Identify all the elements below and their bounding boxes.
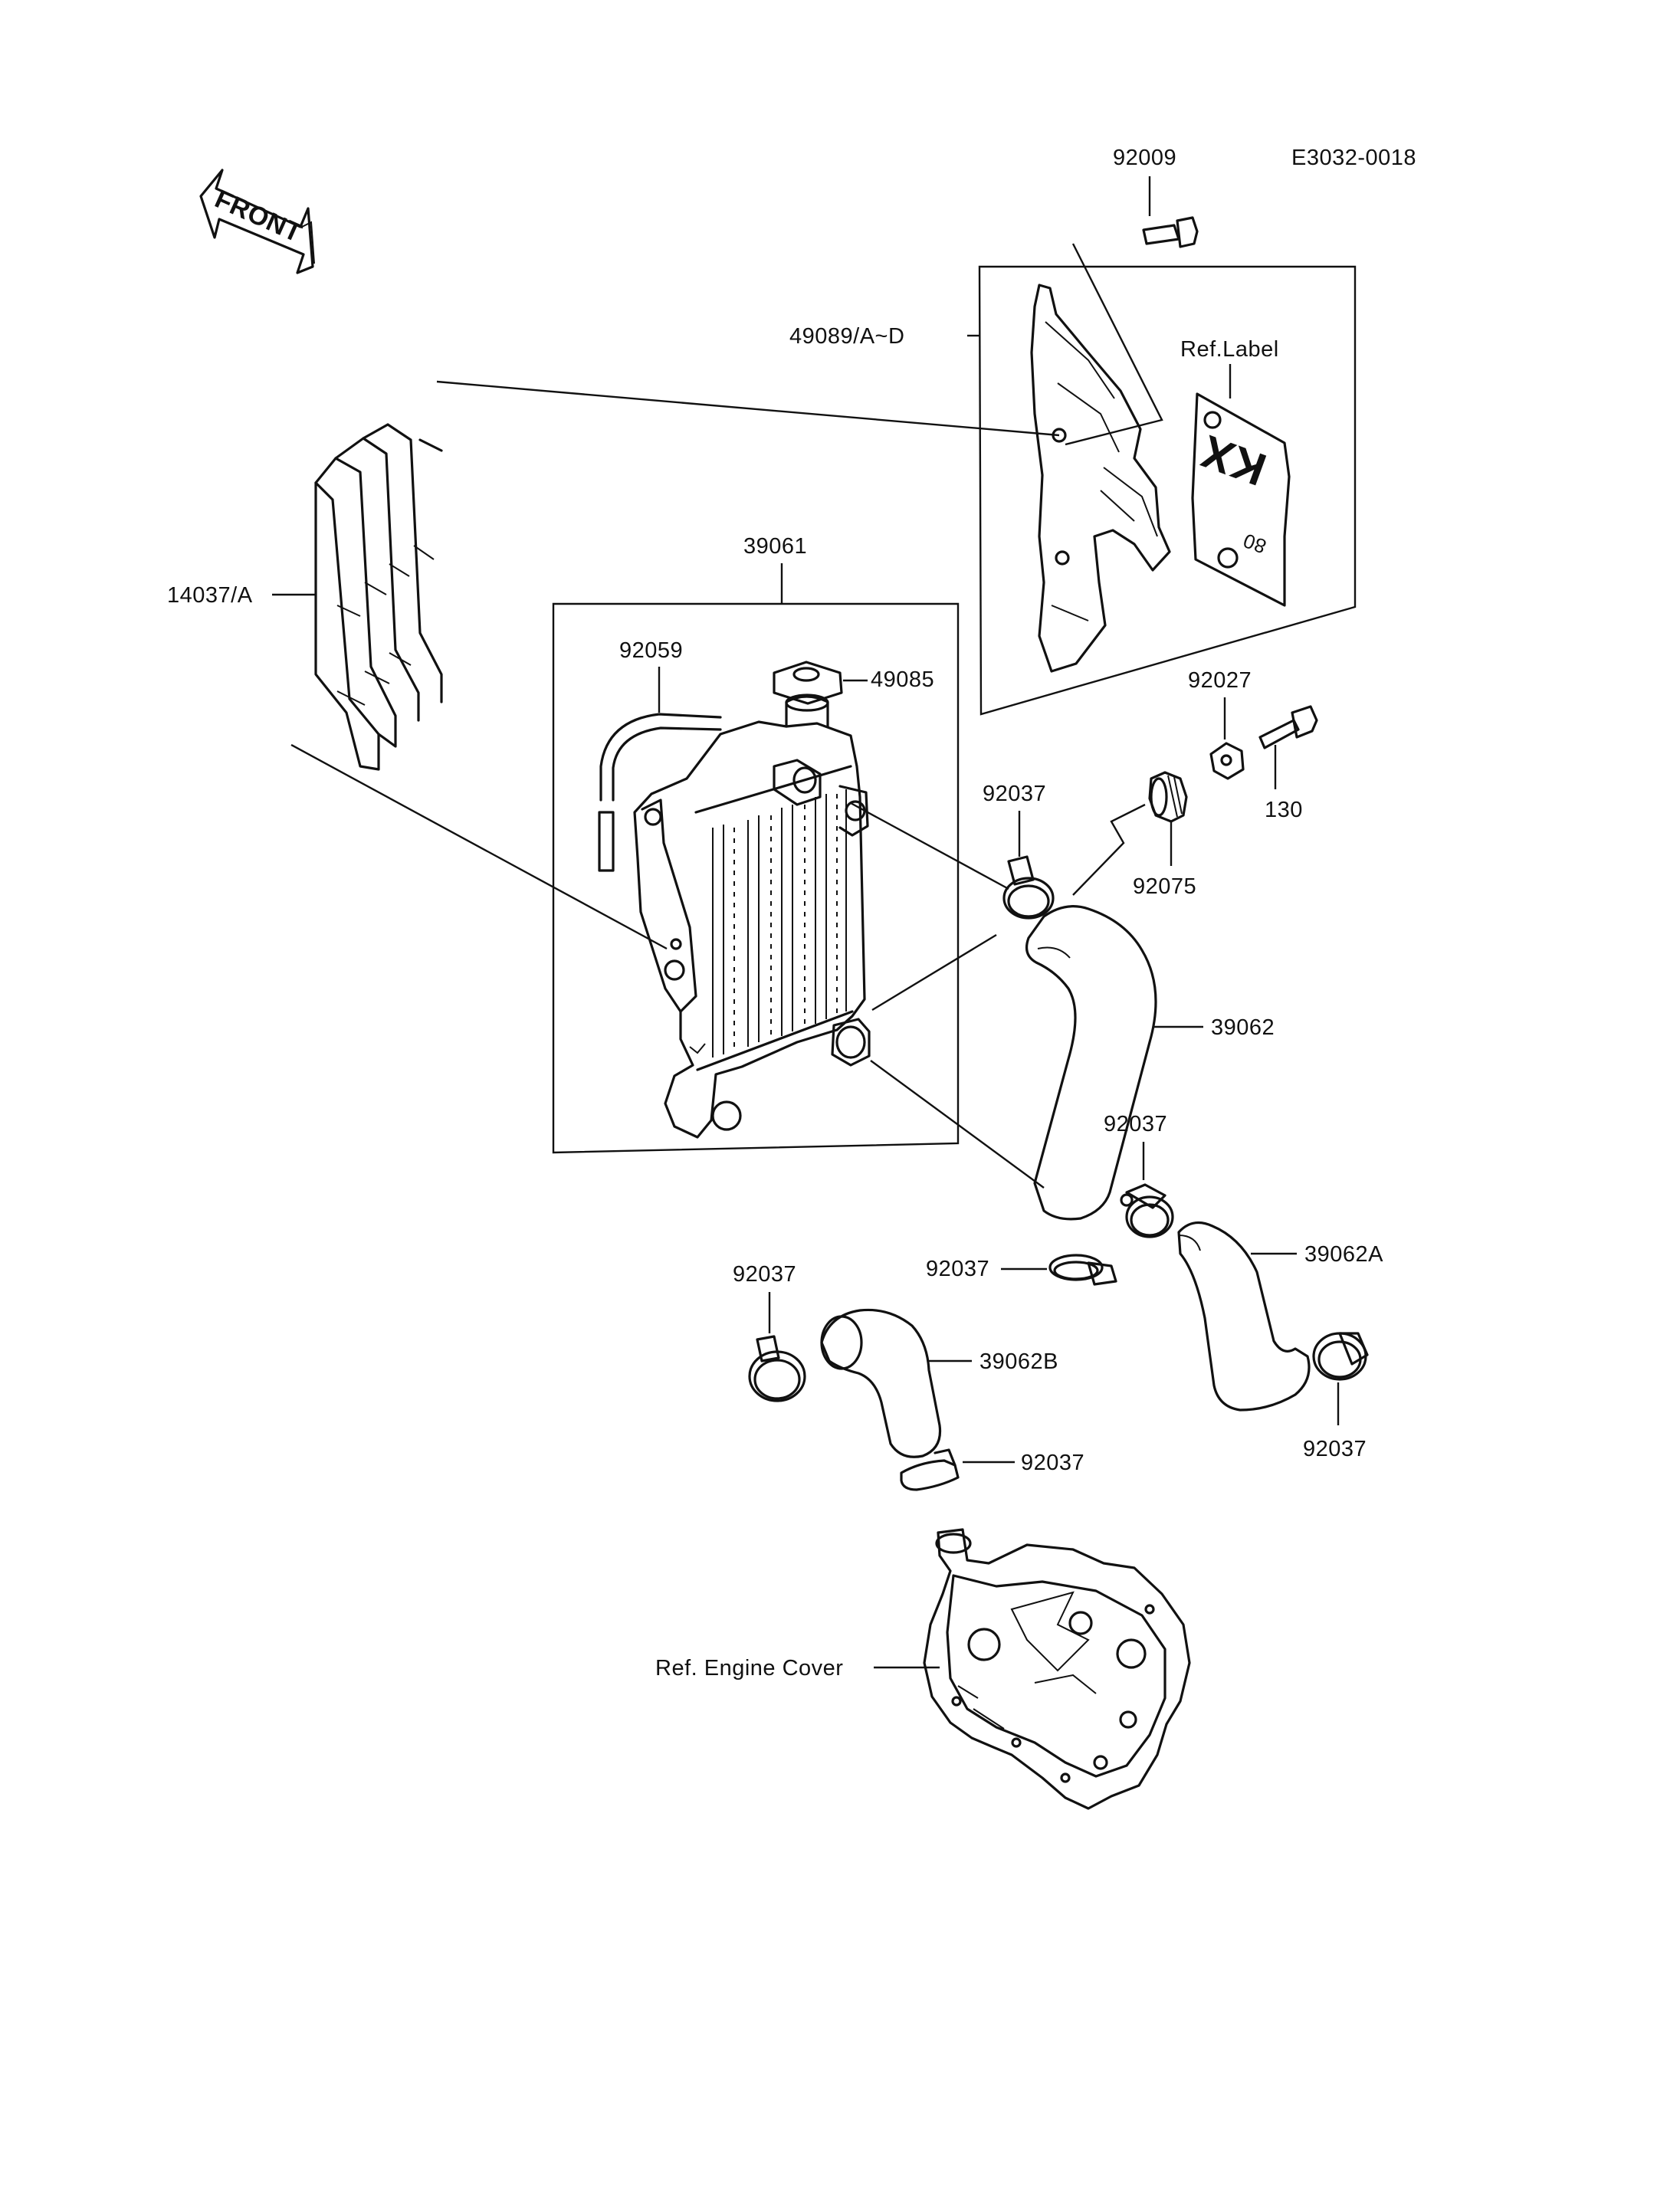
label-92037-e: 92037 [1021,1451,1084,1475]
label-39062: 39062 [1211,1015,1275,1040]
hose-clamp-f [1312,1332,1369,1381]
hose-39062 [1025,905,1157,1221]
label-92027: 92027 [1188,668,1252,693]
label-92037-a: 92037 [983,782,1046,806]
label-14037: 14037/A [167,583,253,608]
ref-label-caption: Ref.Label [1180,337,1279,362]
label-39062B: 39062B [979,1349,1058,1374]
label-92037-b: 92037 [1104,1112,1167,1136]
washer-92027 [1209,742,1245,780]
grommet-92075 [1148,771,1188,823]
label-49085: 49085 [871,667,934,692]
radiator-cap-49085 [773,661,843,705]
engine-cover [923,1528,1191,1810]
label-39062A: 39062A [1304,1242,1383,1267]
label-92037-f: 92037 [1303,1437,1367,1461]
hose-clamp-b [1120,1183,1174,1238]
hose-clamp-c [1048,1254,1117,1286]
label-92037-c: 92037 [926,1257,989,1281]
radiator-shroud [1030,284,1171,673]
hose-clamp-d [748,1335,806,1402]
ref-label-decal: KX 80 [1191,392,1291,607]
label-92009: 92009 [1113,146,1176,170]
front-label: FRONT [211,185,307,248]
shroud-group-box [978,265,1357,716]
label-130: 130 [1265,798,1303,822]
hose-clamp-e [900,1448,960,1491]
hose-39062A [1177,1221,1311,1412]
label-92037-d: 92037 [733,1262,796,1287]
decal-number-text: 80 [1240,529,1269,558]
label-49089: 49089/A~D [789,324,904,349]
radiator-group-box [552,602,960,1154]
bolt-92009 [1142,216,1199,248]
label-39061: 39061 [743,534,807,559]
label-ref-engine-cover: Ref. Engine Cover [655,1656,843,1681]
hose-clamp-a [1002,855,1055,920]
overflow-tube [598,713,722,872]
front-arrow-icon: FRONT [199,169,315,274]
decal-kx-text: KX [1194,425,1272,496]
label-92059: 92059 [619,638,683,663]
radiator-core [633,694,871,1139]
hose-39062B [820,1308,942,1458]
drawing-code: E3032-0018 [1291,146,1416,170]
bolt-130 [1258,705,1318,749]
label-92075: 92075 [1133,874,1196,899]
radiator-louver [314,423,443,771]
